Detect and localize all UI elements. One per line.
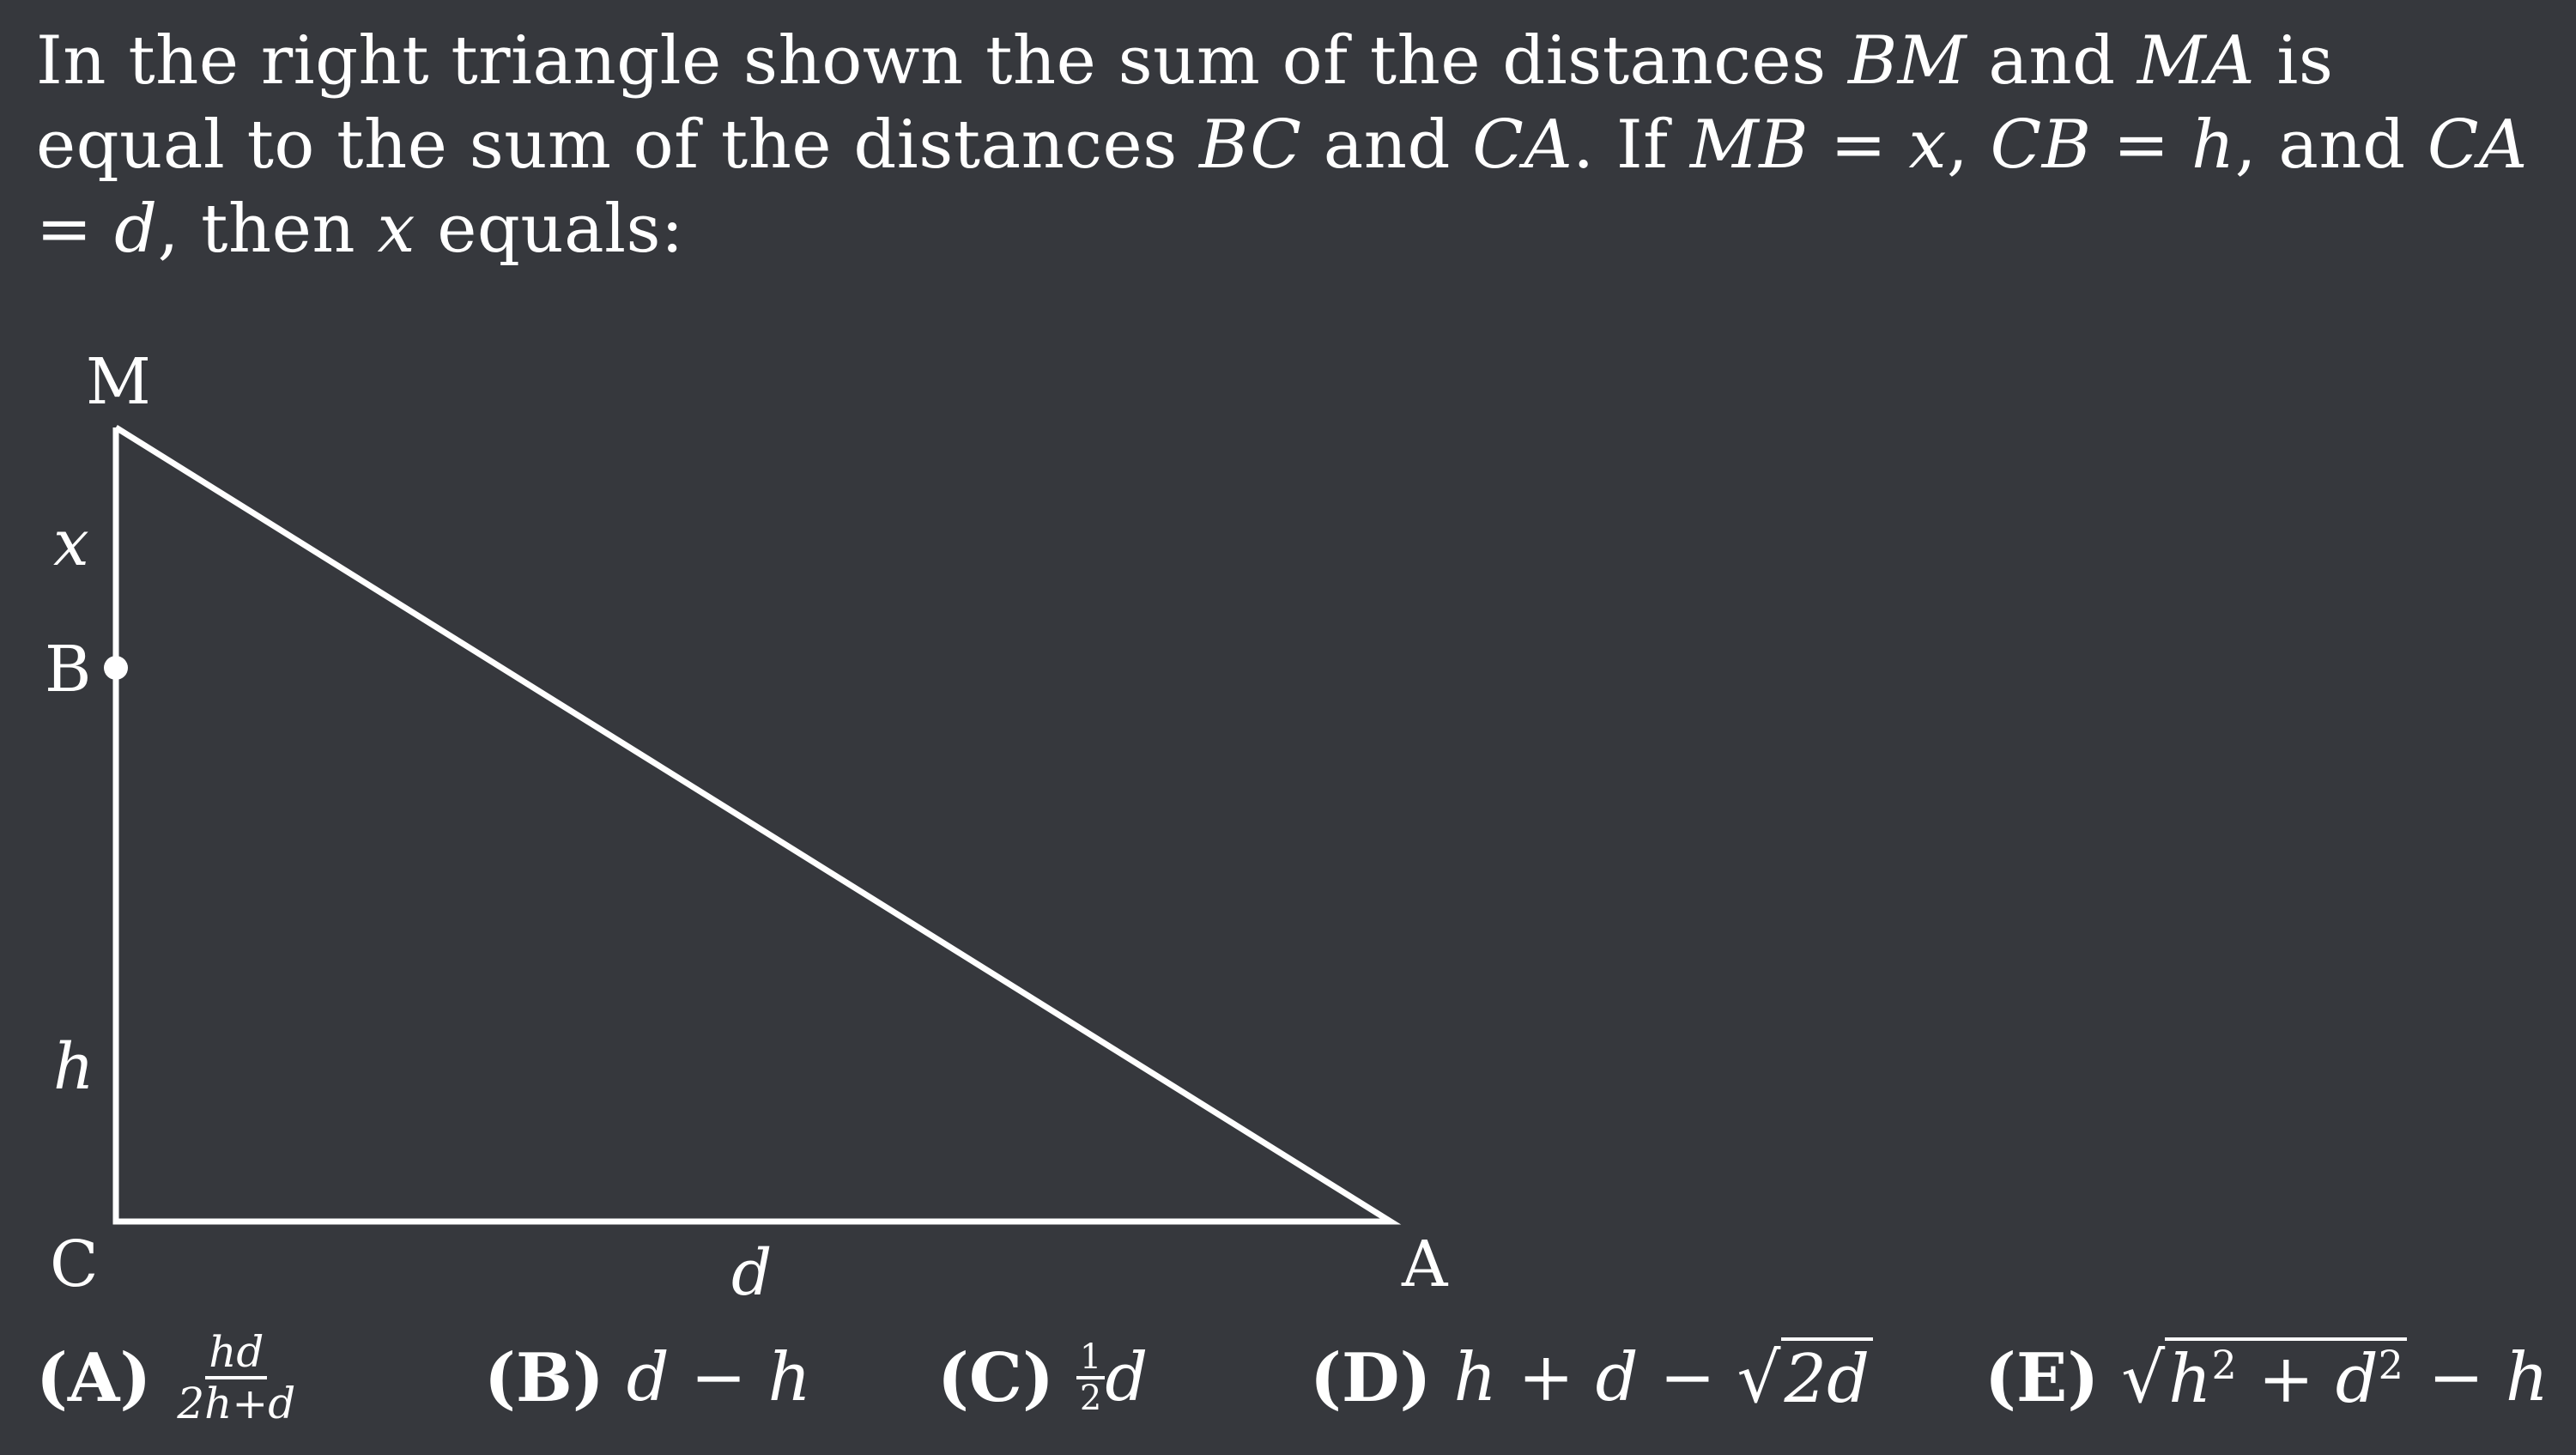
- choice-d-pre: h + d −: [1453, 1339, 1737, 1416]
- segment-label-h: h: [53, 1030, 94, 1104]
- eq-ca-val: d: [114, 191, 158, 268]
- choice-a-letter: (A): [36, 1338, 152, 1417]
- vertex-label-a: A: [1401, 1228, 1449, 1301]
- eq-mb-val: x: [1908, 106, 1947, 184]
- eq-cb: CB: [1990, 106, 2092, 184]
- sqrt-symbol: √: [1737, 1337, 1781, 1418]
- choice-c-fraction: 1 2: [1076, 1338, 1106, 1417]
- point-b-dot: [104, 656, 128, 680]
- choice-c[interactable]: (C) 1 2 d: [937, 1313, 1148, 1442]
- problem-statement: In the right triangle shown the sum of t…: [36, 22, 2528, 268]
- var-ma: MA: [2137, 22, 2256, 100]
- triangle-outline: [112, 425, 1402, 1225]
- choice-e-letter: (E): [1985, 1338, 2100, 1417]
- vertex-label-m: M: [86, 345, 151, 419]
- eq-ca: CA: [2427, 106, 2528, 184]
- choice-a[interactable]: (A) hd 2h+d: [36, 1313, 299, 1442]
- choice-b-expr: d − h: [626, 1339, 811, 1416]
- choice-b[interactable]: (B) d − h: [484, 1313, 811, 1442]
- choice-d-radicand: 2d: [1780, 1337, 1874, 1418]
- choice-c-tail: d: [1105, 1339, 1149, 1416]
- var-bm: BM: [1847, 22, 1967, 100]
- vertex-label-b: B: [45, 633, 91, 706]
- choice-e[interactable]: (E) √h2 + d2 − h: [1985, 1313, 2549, 1442]
- var-ca: CA: [1472, 106, 1573, 184]
- var-x: x: [377, 191, 415, 268]
- choice-e-tail: − h: [2406, 1339, 2549, 1416]
- choice-c-letter: (C): [937, 1338, 1054, 1417]
- choice-d[interactable]: (D) h + d − √2d: [1310, 1313, 1874, 1442]
- segment-label-d: d: [731, 1236, 772, 1310]
- var-bc: BC: [1199, 106, 1302, 184]
- sqrt-symbol: √: [2121, 1337, 2166, 1418]
- choice-e-radicand: h2 + d2: [2165, 1337, 2407, 1418]
- vertex-label-c: C: [50, 1228, 99, 1301]
- choice-a-fraction: hd 2h+d: [177, 1327, 296, 1428]
- choice-d-letter: (D): [1310, 1338, 1432, 1417]
- answer-choices: (A) hd 2h+d (B) d − h (C) 1 2 d (D) h + …: [36, 1313, 2551, 1442]
- eq-mb: MB: [1689, 106, 1809, 184]
- choice-b-letter: (B): [484, 1338, 604, 1417]
- eq-cb-val: h: [2191, 106, 2235, 184]
- segment-label-x: x: [53, 506, 89, 580]
